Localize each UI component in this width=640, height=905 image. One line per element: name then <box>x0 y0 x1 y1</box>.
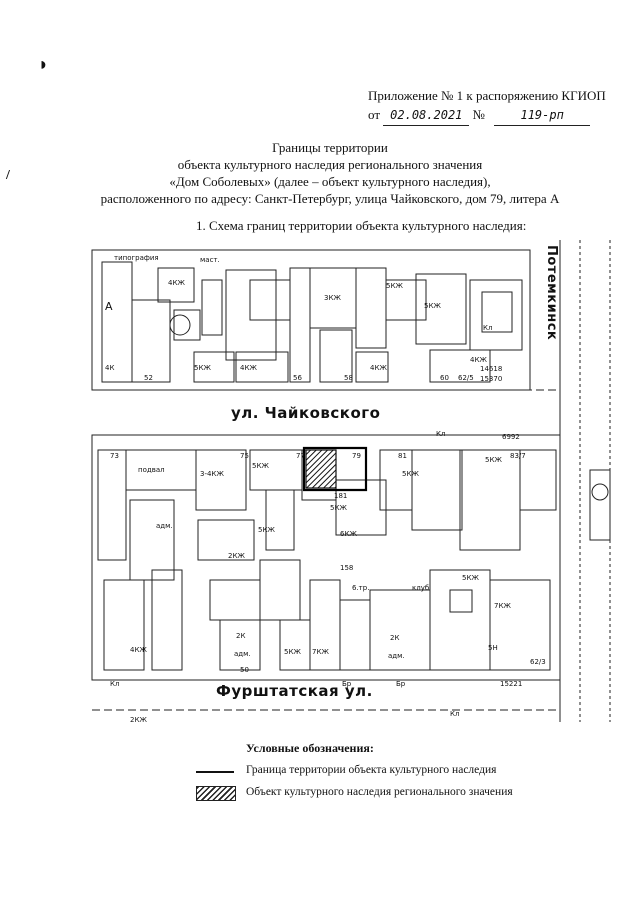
svg-text:15370: 15370 <box>480 375 502 383</box>
svg-text:Кл: Кл <box>483 324 492 332</box>
svg-text:4КЖ: 4КЖ <box>370 364 387 372</box>
svg-text:5КЖ: 5КЖ <box>485 456 502 464</box>
svg-text:73: 73 <box>110 452 119 460</box>
svg-text:81: 81 <box>398 452 407 460</box>
svg-text:52: 52 <box>144 374 153 382</box>
svg-text:4КЖ: 4КЖ <box>470 356 487 364</box>
street-label-potemkinskaya: Потемкинск <box>544 245 559 341</box>
svg-text:50: 50 <box>240 666 249 674</box>
svg-text:5Н: 5Н <box>488 644 498 652</box>
svg-text:2К: 2К <box>236 632 245 640</box>
title-line-3: «Дом Соболевых» (далее – объект культурн… <box>169 174 491 189</box>
svg-text:типография: типография <box>114 254 159 262</box>
svg-text:181: 181 <box>334 492 347 500</box>
svg-text:5КЖ: 5КЖ <box>462 574 479 582</box>
svg-text:60: 60 <box>440 374 449 382</box>
legend-heritage-label: Объект культурного наследия региональног… <box>246 786 513 798</box>
svg-text:Бр: Бр <box>396 680 406 688</box>
svg-text:маст.: маст. <box>200 256 220 264</box>
svg-text:4К: 4К <box>105 364 114 372</box>
title-line-2: объекта культурного наследия регионально… <box>177 157 483 172</box>
title-line-1: Границы территории <box>272 140 388 155</box>
svg-text:4КЖ: 4КЖ <box>168 279 185 287</box>
svg-text:5КЖ: 5КЖ <box>258 526 275 534</box>
svg-text:58: 58 <box>344 374 353 382</box>
from-label: от <box>368 107 381 122</box>
svg-text:5КЖ: 5КЖ <box>330 504 347 512</box>
svg-text:5КЖ: 5КЖ <box>194 364 211 372</box>
svg-text:адм.: адм. <box>234 650 251 658</box>
svg-text:6.тр.: 6.тр. <box>352 584 369 592</box>
svg-text:5КЖ: 5КЖ <box>284 648 301 656</box>
svg-text:3КЖ: 3КЖ <box>324 294 341 302</box>
svg-text:адм.: адм. <box>156 522 173 530</box>
map-svg: типография маст. 4КЖ A 4К 52 5КЖ 4КЖ 56 … <box>91 240 611 724</box>
svg-text:83/7: 83/7 <box>510 452 526 460</box>
svg-text:15221: 15221 <box>500 680 522 688</box>
svg-text:62/5: 62/5 <box>458 374 474 382</box>
svg-text:A: A <box>105 300 113 313</box>
svg-text:4КЖ: 4КЖ <box>130 646 147 654</box>
svg-text:Кл: Кл <box>450 710 459 718</box>
street-label-chaikovskogo: ул. Чайковского <box>231 404 381 422</box>
appendix-title: Приложение № 1 к распоряжению КГИОП <box>368 88 606 103</box>
svg-text:62/3: 62/3 <box>530 658 546 666</box>
legend-boundary-line-icon <box>196 771 234 773</box>
svg-text:3-4КЖ: 3-4КЖ <box>200 470 224 478</box>
scan-mark-left: / <box>6 168 10 183</box>
svg-text:клуб: клуб <box>412 584 429 592</box>
svg-text:14618: 14618 <box>480 365 502 373</box>
order-date: 02.08.2021 <box>383 106 470 126</box>
number-label: № <box>472 107 485 122</box>
svg-text:158: 158 <box>340 564 353 572</box>
svg-text:2КЖ: 2КЖ <box>228 552 245 560</box>
appendix-date-line: от 02.08.2021 № 119-рп <box>368 105 630 126</box>
title-line-4: расположенного по адресу: Санкт-Петербур… <box>100 191 560 206</box>
svg-text:77: 77 <box>296 452 305 460</box>
svg-text:Бр: Бр <box>342 680 352 688</box>
street-label-furshtatskaya: Фурштатская ул. <box>216 682 373 700</box>
svg-text:2К: 2К <box>390 634 399 642</box>
svg-text:5КЖ: 5КЖ <box>402 470 419 478</box>
document-title: Границы территории объекта культурного н… <box>60 139 600 207</box>
svg-text:6992: 6992 <box>502 433 520 441</box>
legend-boundary-label: Граница территории объекта культурного н… <box>246 764 497 776</box>
svg-text:Кл: Кл <box>436 430 445 438</box>
svg-text:Кл: Кл <box>110 680 119 688</box>
svg-text:2КЖ: 2КЖ <box>130 716 147 722</box>
svg-text:56: 56 <box>293 374 302 382</box>
svg-text:79: 79 <box>352 452 361 460</box>
scan-mark: ◗ <box>38 54 49 74</box>
legend-title: Условные обозначения: <box>246 741 374 755</box>
svg-text:7КЖ: 7КЖ <box>494 602 511 610</box>
order-number: 119-рп <box>494 106 591 126</box>
svg-text:подвал: подвал <box>138 466 165 474</box>
svg-text:5КЖ: 5КЖ <box>386 282 403 290</box>
appendix-header: Приложение № 1 к распоряжению КГИОП от 0… <box>368 86 630 126</box>
svg-text:75: 75 <box>240 452 249 460</box>
svg-text:5КЖ: 5КЖ <box>252 462 269 470</box>
svg-text:7КЖ: 7КЖ <box>312 648 329 656</box>
svg-text:5КЖ: 5КЖ <box>424 302 441 310</box>
boundary-scheme-map: типография маст. 4КЖ A 4К 52 5КЖ 4КЖ 56 … <box>90 240 622 724</box>
svg-text:адм.: адм. <box>388 652 405 660</box>
section-heading: 1. Схема границ территории объекта культ… <box>196 218 527 233</box>
legend-hatch-icon <box>196 786 236 801</box>
svg-text:4КЖ: 4КЖ <box>240 364 257 372</box>
svg-text:6КЖ: 6КЖ <box>340 530 357 538</box>
